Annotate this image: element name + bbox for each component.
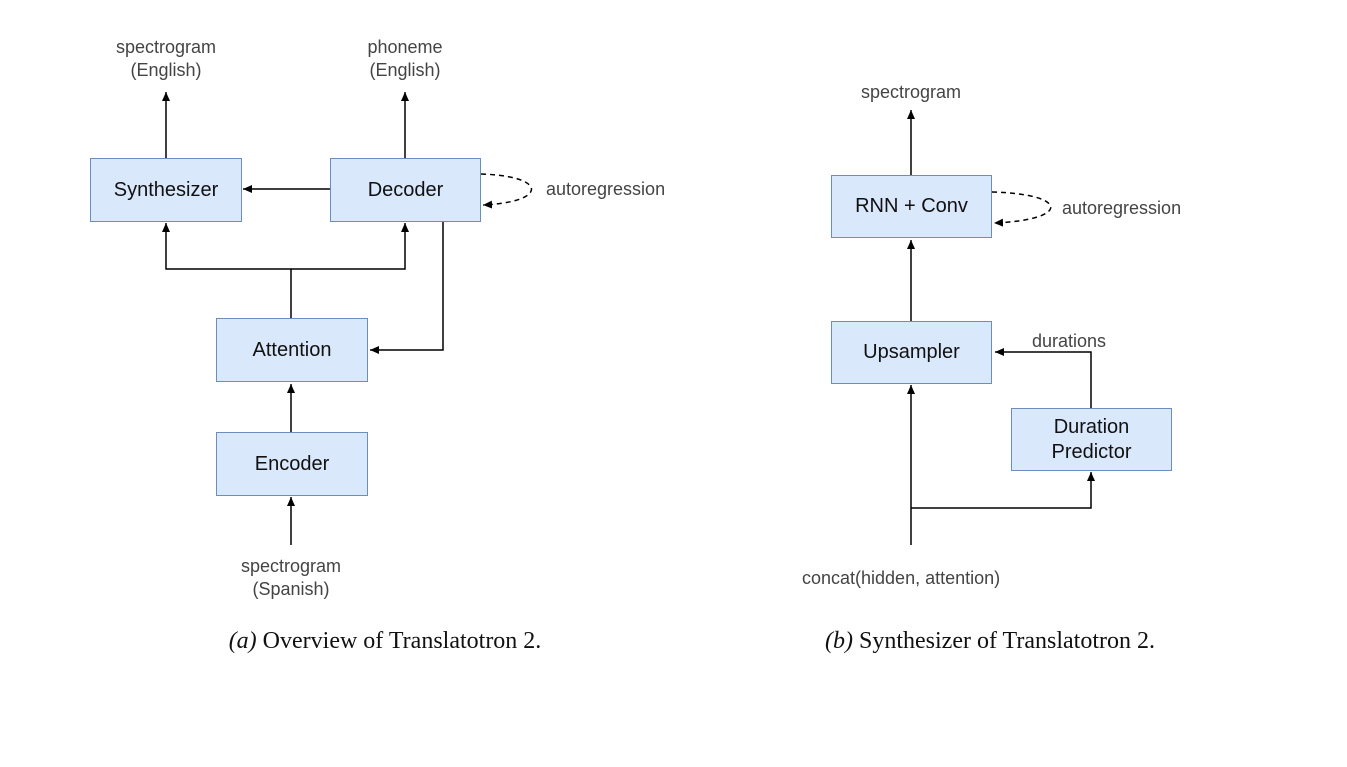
autoregression-loop-a xyxy=(480,173,533,209)
caption-b-tag: (b) xyxy=(825,628,853,654)
durations-label: durations xyxy=(1032,331,1107,351)
input-spectrogram-label: spectrogram (Spanish) xyxy=(240,556,342,600)
caption-b: (b) Synthesizer of Translatotron 2. xyxy=(750,628,1230,655)
output-spectrogram-label-b: spectrogram xyxy=(860,82,962,102)
upsampler-box: Upsampler xyxy=(831,321,992,384)
output-spectrogram-label: spectrogram (English) xyxy=(115,37,217,81)
arrow-decoder-to-attention xyxy=(370,221,444,354)
arrow-attention-to-synth-decoder xyxy=(162,223,292,318)
arrow-input-to-duration-predictor xyxy=(911,472,1095,509)
caption-a-text: Overview of Translatotron 2. xyxy=(256,628,542,654)
caption-a: (a) Overview of Translatotron 2. xyxy=(140,628,630,655)
caption-b-text: Synthesizer of Translatotron 2. xyxy=(853,628,1155,654)
autoregression-label-a: autoregression xyxy=(546,179,666,199)
output-phoneme-label: phoneme (English) xyxy=(367,37,443,81)
input-concat-label: concat(hidden, attention) xyxy=(802,568,1001,588)
arrow-durations-to-upsampler xyxy=(995,348,1092,408)
encoder-box: Encoder xyxy=(216,432,368,496)
rnn-conv-box: RNN + Conv xyxy=(831,175,992,238)
autoregression-label-b: autoregression xyxy=(1062,198,1182,218)
autoregression-loop-b xyxy=(991,191,1052,227)
arrow-attention-to-decoder xyxy=(291,223,409,270)
decoder-box: Decoder xyxy=(330,158,481,222)
caption-a-tag: (a) xyxy=(228,628,257,654)
duration-predictor-box: Duration Predictor xyxy=(1011,408,1172,471)
attention-box: Attention xyxy=(216,318,368,382)
synthesizer-box: Synthesizer xyxy=(90,158,242,222)
